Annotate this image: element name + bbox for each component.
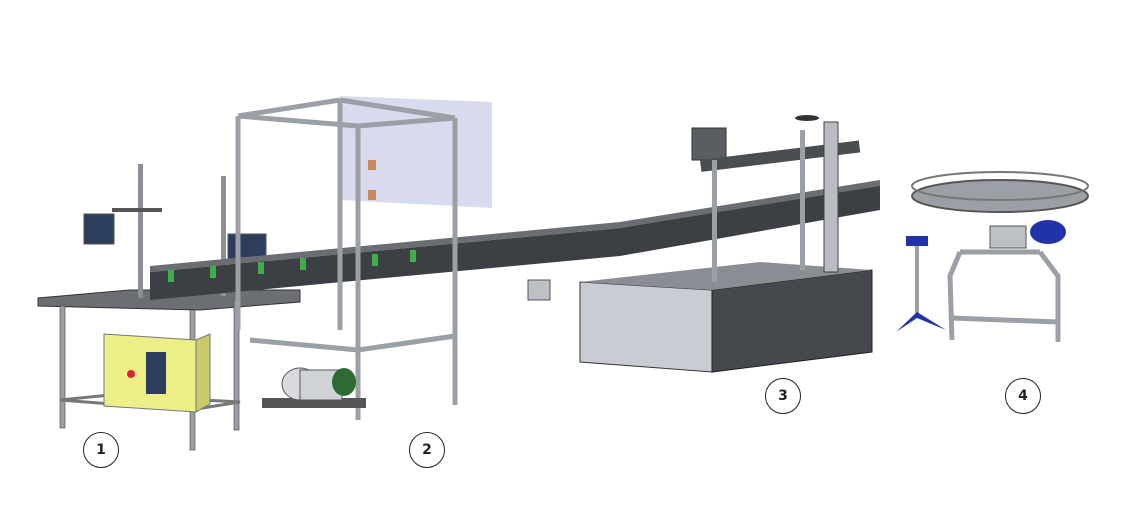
callout-label: 3 [778, 388, 788, 404]
callout-label: 4 [1018, 388, 1028, 404]
callout-1: 1 [83, 432, 119, 468]
callout-4: 4 [1005, 378, 1041, 414]
callout-label: 1 [96, 442, 106, 458]
station-4-rotary-table [896, 171, 1089, 342]
station-3-labeler [527, 115, 873, 373]
callout-label: 2 [422, 442, 432, 458]
station-1-table [37, 164, 301, 451]
callout-2: 2 [409, 432, 445, 468]
callout-3: 3 [765, 378, 801, 414]
station-2-frame [235, 96, 492, 420]
